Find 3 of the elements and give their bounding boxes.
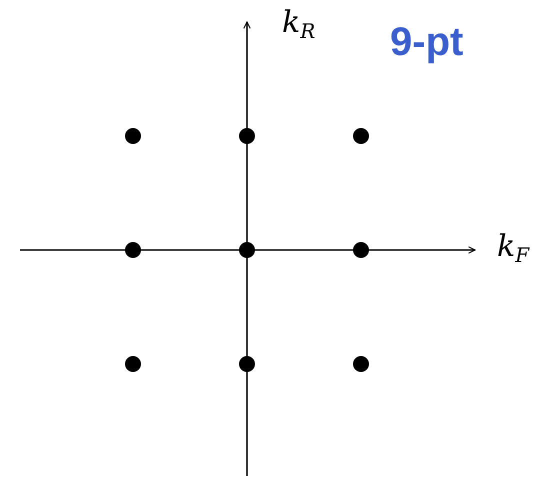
axis-label: k$_{R}$	[282, 8, 316, 41]
stencil-label: 9-pt	[390, 22, 464, 62]
axis-label: k$_{F}$	[497, 232, 530, 265]
